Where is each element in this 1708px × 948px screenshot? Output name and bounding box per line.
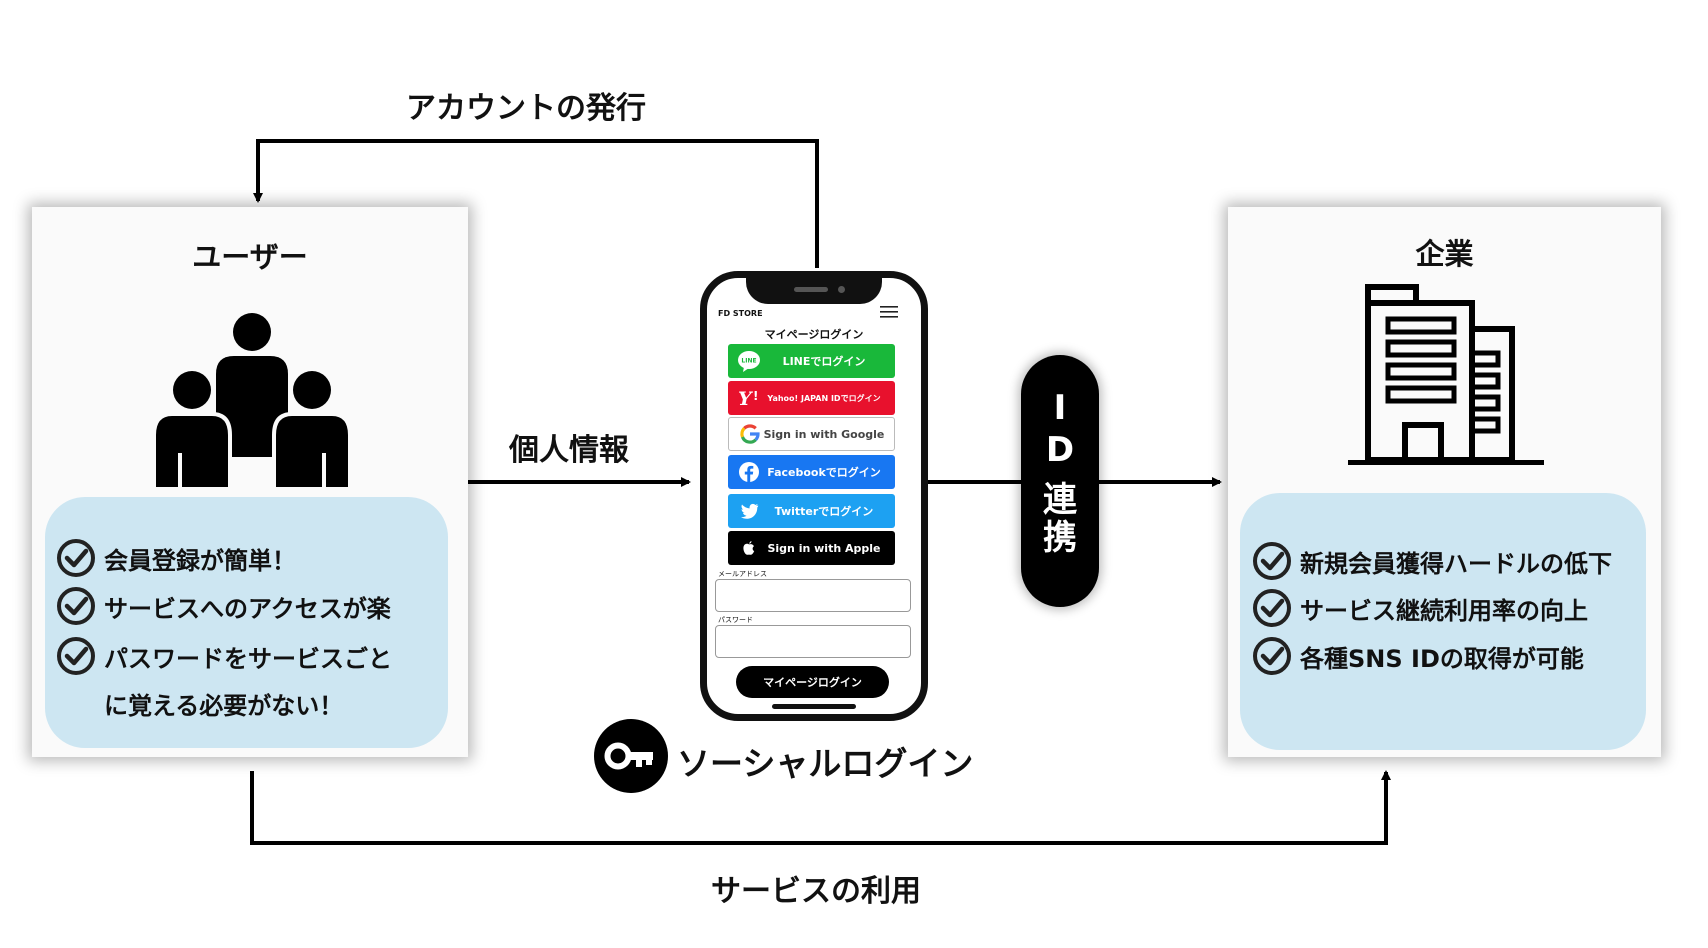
benefit-item: 会員登録が簡単！ (56, 538, 296, 578)
id-link-char: I (1053, 388, 1067, 428)
check-circle-icon (57, 637, 95, 675)
benefit-item: パスワードをサービスごと (56, 636, 392, 676)
benefit-text: サービス継続利用率の向上 (1300, 596, 1588, 625)
check-circle-icon (1253, 542, 1291, 580)
benefit-text: サービスへのアクセスが楽 (104, 594, 391, 623)
login-button-label: Twitterでログイン (774, 505, 874, 518)
phone-notch (746, 276, 882, 304)
benefit-item-continued: に覚える必要がない！ (104, 686, 343, 721)
facebook-icon (737, 460, 761, 484)
check-circle-icon (57, 539, 95, 577)
email-field[interactable] (715, 579, 911, 612)
check-circle-icon (1253, 637, 1291, 675)
phone-mockup: FD STORE マイページログイン LINE LINEでログイン Y! Yah… (700, 271, 928, 721)
benefit-item: サービス継続利用率の向上 (1252, 588, 1588, 628)
user-panel-title: ユーザー (192, 240, 308, 274)
benefit-text: 会員登録が簡単！ (104, 546, 296, 575)
email-label: メールアドレス (718, 570, 767, 578)
benefit-item: 新規会員獲得ハードルの低下 (1252, 541, 1612, 581)
user-benefits-box: 会員登録が簡単！ サービスへのアクセスが楽 パスワードをサービスごと に覚える必… (45, 497, 448, 748)
camera-dot (838, 286, 845, 293)
company-panel: 企業 新規会員獲得ハードルの低下 サービス継続利用率の向上 各種SNS IDの取… (1228, 207, 1661, 757)
benefit-item: サービスへのアクセスが楽 (56, 586, 391, 626)
check-circle-icon (1253, 589, 1291, 627)
personal-info-label: 個人情報 (509, 433, 629, 468)
id-link-badge: I D 連 携 (1021, 355, 1099, 607)
benefit-text: 各種SNS IDの取得が可能 (1300, 644, 1584, 673)
company-benefits-box: 新規会員獲得ハードルの低下 サービス継続利用率の向上 各種SNS IDの取得が可… (1240, 493, 1646, 750)
svg-text:!: ! (753, 389, 758, 403)
google-login-button[interactable]: Sign in with Google (728, 417, 895, 451)
svg-text:LINE: LINE (741, 358, 756, 365)
service-use-arrow (250, 770, 1391, 845)
id-link-char: 連 (1043, 480, 1077, 520)
id-link-char: D (1045, 430, 1075, 470)
login-button-label: LINEでログイン (782, 355, 866, 368)
office-building-icon (1348, 284, 1544, 465)
mypage-login-button[interactable]: マイページログイン (736, 666, 889, 698)
svg-text:Y: Y (738, 388, 754, 410)
login-screen-title: マイページログイン (764, 328, 864, 341)
benefit-text: に覚える必要がない！ (104, 692, 344, 720)
benefit-item: 各種SNS IDの取得が可能 (1252, 636, 1584, 676)
service-use-label: サービスの利用 (711, 874, 921, 909)
hamburger-menu-icon[interactable] (880, 305, 898, 319)
password-field[interactable] (715, 625, 911, 658)
login-button-label: Sign in with Apple (767, 541, 881, 555)
twitter-icon (737, 499, 761, 523)
twitter-login-button[interactable]: Twitterでログイン (728, 494, 895, 528)
home-indicator (772, 704, 856, 709)
google-icon (738, 422, 762, 446)
account-issue-label: アカウントの発行 (406, 91, 646, 126)
key-icon (594, 719, 668, 793)
facebook-login-button[interactable]: Facebookでログイン (728, 455, 895, 489)
people-group-icon (152, 313, 352, 487)
social-login-label: ソーシャルログイン (677, 744, 974, 783)
login-button-label: Facebookでログイン (767, 466, 881, 479)
id-link-char: 携 (1043, 518, 1077, 558)
apple-login-button[interactable]: Sign in with Apple (728, 531, 895, 565)
speaker-slot (794, 287, 828, 292)
benefit-text: パスワードをサービスごと (104, 644, 392, 673)
line-login-button[interactable]: LINE LINEでログイン (728, 344, 895, 378)
apple-icon (737, 536, 761, 560)
company-panel-title: 企業 (1415, 237, 1474, 271)
check-circle-icon (57, 587, 95, 625)
login-button-label: Sign in with Google (763, 427, 885, 441)
yahoo-login-button[interactable]: Y! Yahoo! JAPAN IDでログイン (728, 381, 895, 415)
line-icon: LINE (737, 349, 761, 373)
yahoo-icon: Y! (737, 386, 761, 410)
login-button-label: Yahoo! JAPAN IDでログイン (767, 393, 881, 403)
password-label: パスワード (718, 616, 753, 624)
account-issue-arrow (253, 139, 819, 268)
user-panel: ユーザー 会員登録が簡単！ サービスへのアクセスが楽 パスワードをサービスごと … (32, 207, 468, 757)
benefit-text: 新規会員獲得ハードルの低下 (1300, 549, 1612, 578)
store-name: FD STORE (718, 309, 763, 318)
